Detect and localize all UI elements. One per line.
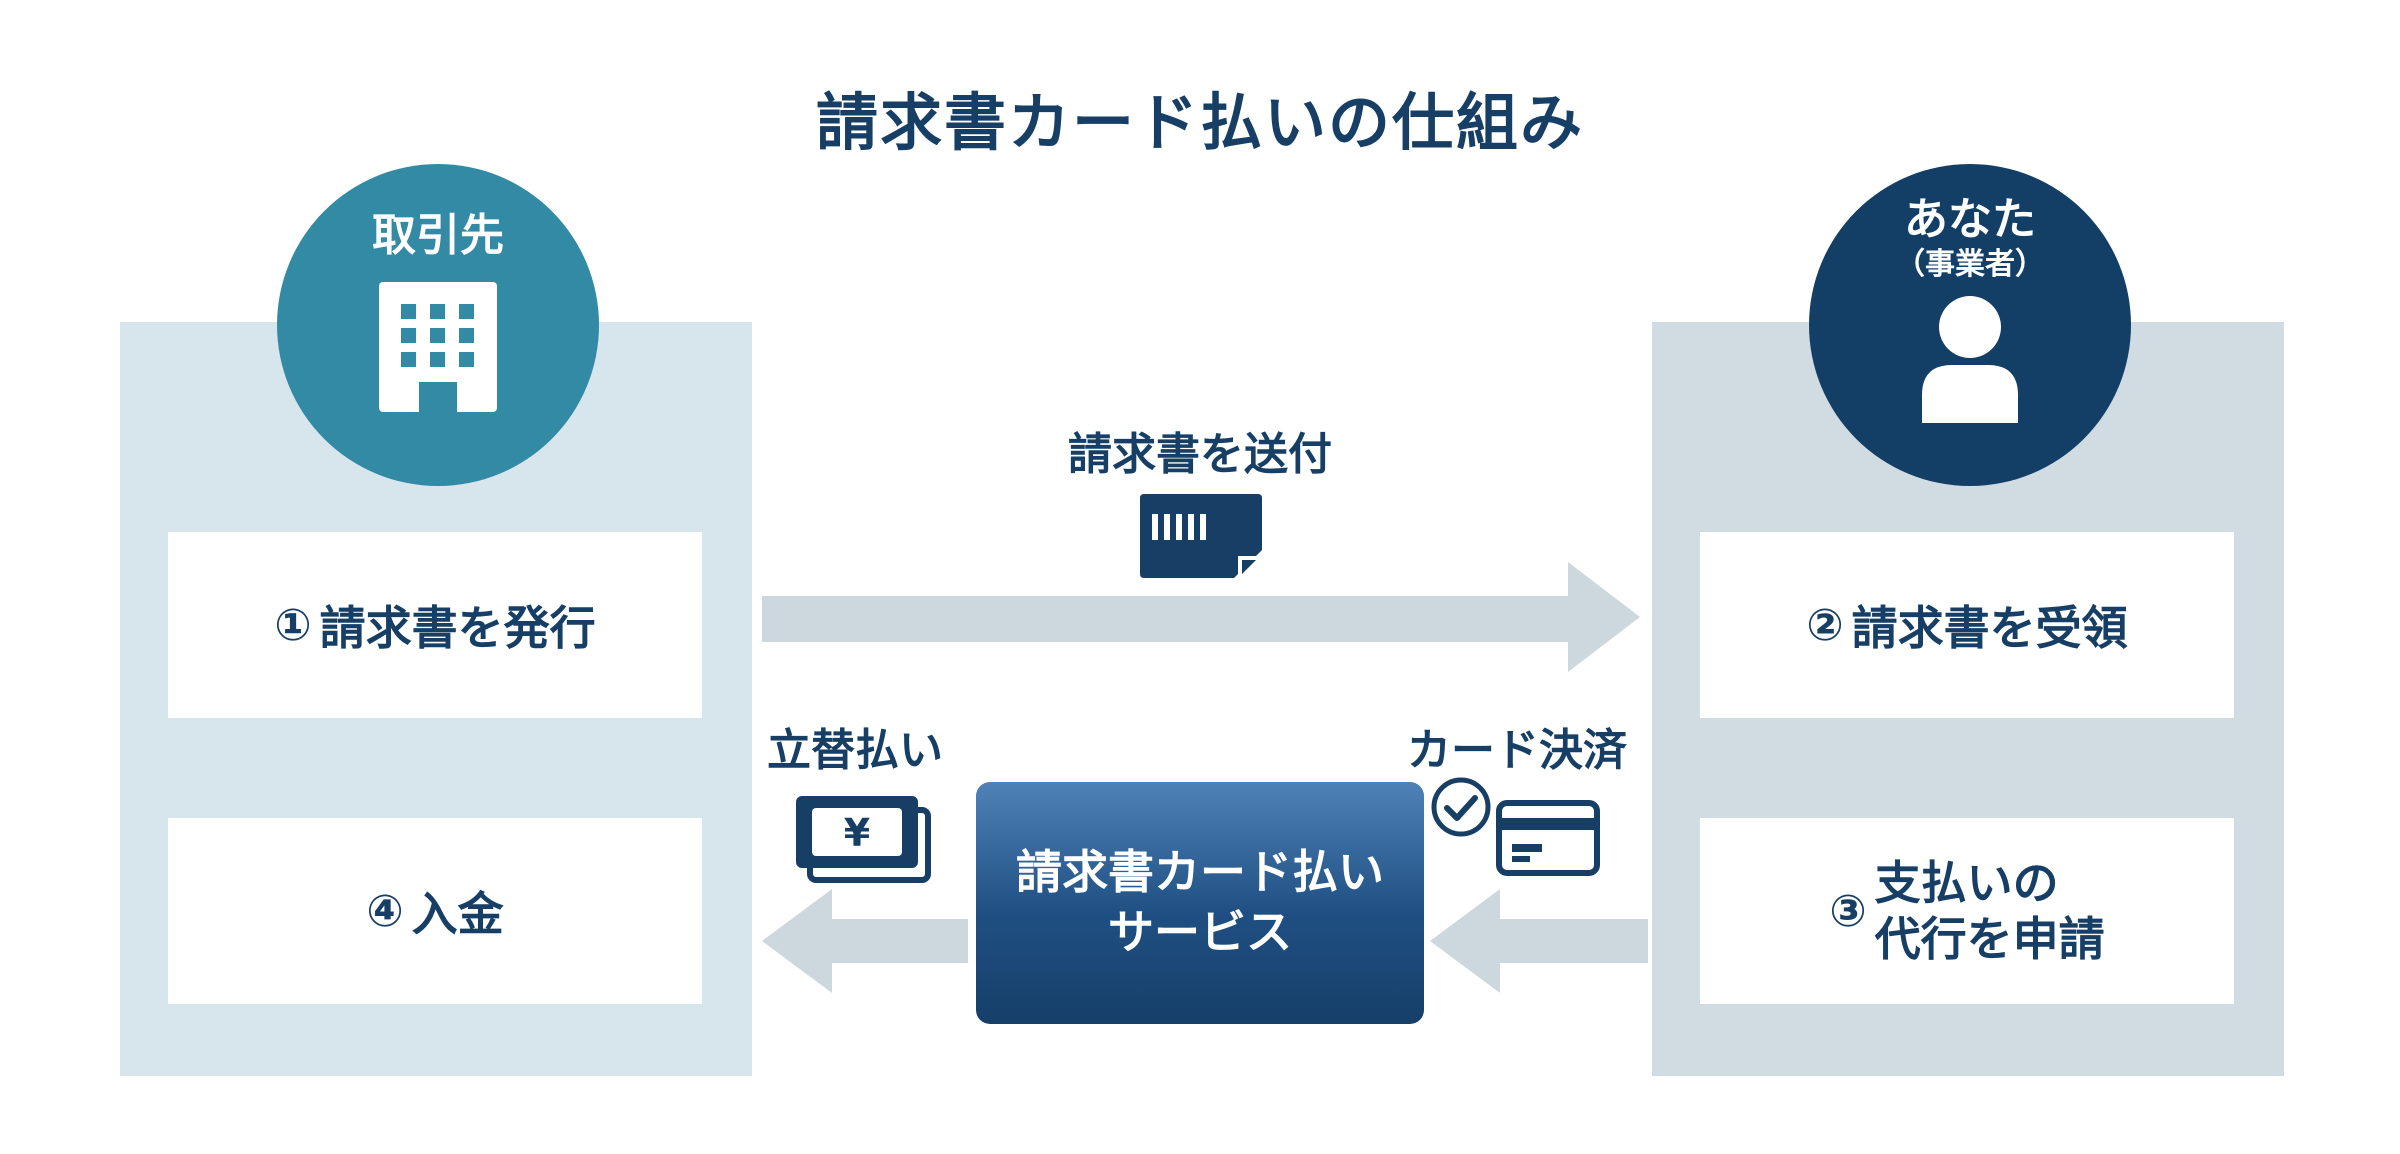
step-3-line1: 支払いの: [1874, 855, 2059, 910]
step-3-box: ③ 支払いの 代行を申請: [1700, 818, 2234, 1004]
advance-payment-arrow: [762, 889, 968, 993]
send-invoice-arrow: [762, 562, 1640, 672]
send-invoice-label: 請求書を送付: [1068, 429, 1332, 480]
card-payment-service-box: 請求書カード払い サービス: [976, 782, 1424, 1024]
step-4-number: ④: [366, 885, 404, 937]
person-icon: [1922, 296, 2018, 424]
credit-card-icon: [1496, 800, 1600, 876]
partner-label: 取引先: [372, 210, 504, 261]
step-4-box: ④ 入金: [168, 818, 702, 1004]
step-2-text: 請求書を受領: [1851, 601, 2128, 655]
step-2-number: ②: [1806, 599, 1844, 651]
service-line1: 請求書カード払い: [1016, 845, 1384, 900]
step-2-box: ② 請求書を受領: [1700, 532, 2234, 718]
you-circle: あなた （事業者）: [1809, 164, 2131, 486]
building-icon: [379, 282, 497, 413]
service-line2: サービス: [1108, 905, 1292, 959]
step-1-box: ① 請求書を発行: [168, 532, 702, 718]
yen-cash-icon: ¥: [796, 796, 931, 883]
diagram-title: 請求書カード払いの仕組み: [815, 86, 1584, 159]
partner-circle: 取引先: [277, 164, 599, 486]
invoice-icon: [1140, 494, 1262, 578]
step-4-text: 入金: [411, 887, 504, 941]
step-3-number: ③: [1829, 885, 1867, 937]
svg-text:¥: ¥: [844, 811, 870, 855]
step-1-text: 請求書を発行: [319, 601, 596, 655]
you-sublabel: （事業者）: [1895, 247, 2045, 283]
step-3-line2: 代行を申請: [1874, 912, 2105, 966]
you-label: あなた: [1904, 194, 2036, 245]
step-1-number: ①: [274, 599, 312, 651]
advance-payment-label: 立替払い: [767, 725, 943, 776]
check-icon: [1431, 777, 1491, 837]
card-payment-arrow: [1430, 889, 1648, 993]
card-payment-label: カード決済: [1407, 725, 1627, 776]
